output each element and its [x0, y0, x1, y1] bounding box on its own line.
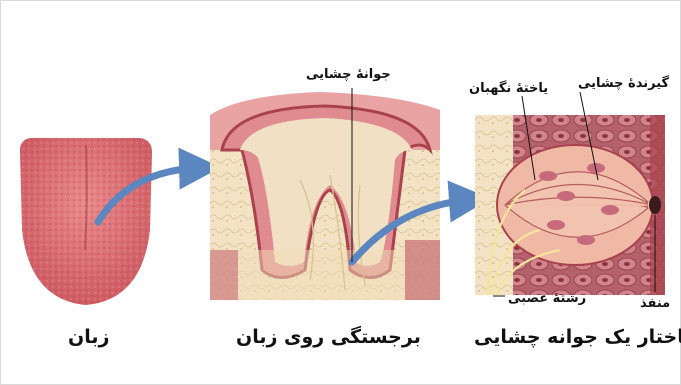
caption-taste-bud-structure: ساختار یک جوانه چشایی	[474, 326, 681, 348]
label-taste-bud: جوانهٔ چشایی	[306, 67, 391, 82]
tongue-illustration	[20, 138, 152, 305]
papilla-illustration	[210, 92, 440, 300]
caption-tongue: زبان	[68, 326, 109, 348]
label-nerve-fiber: رشتهٔ عصبی	[508, 291, 586, 306]
label-supporting-cell: یاختهٔ نگهبان	[469, 81, 548, 96]
label-pore: منفذ	[640, 296, 670, 311]
caption-papilla: برجستگی روی زبان	[236, 326, 421, 348]
label-taste-receptor: گیرندهٔ چشایی	[578, 76, 669, 91]
taste-bud-illustration	[475, 115, 665, 295]
